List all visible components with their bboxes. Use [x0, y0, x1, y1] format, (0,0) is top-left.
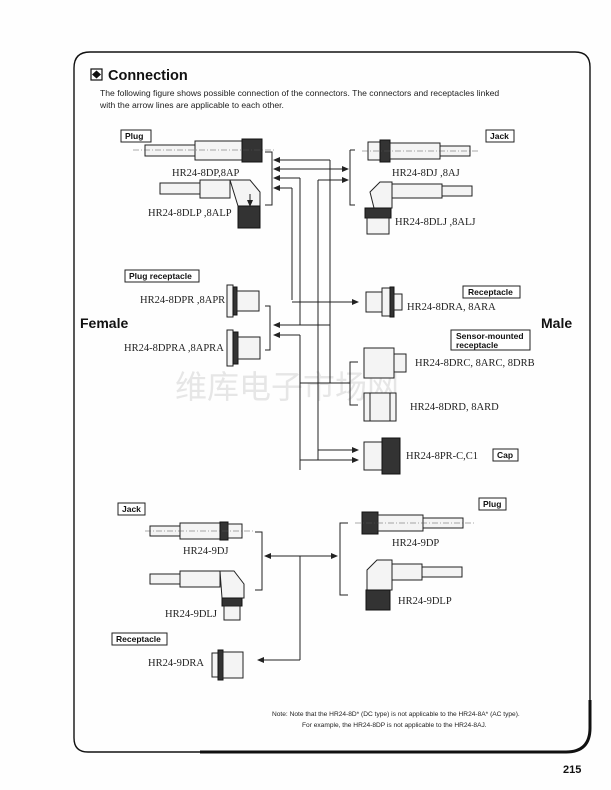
receptacle-part [365, 286, 403, 318]
plug-receptacle-box: Plug receptacle [124, 269, 200, 283]
part-label: HR24-9DRA [148, 658, 204, 669]
female-label: Female [80, 315, 128, 331]
part-label: HR24-8DP,8AP [172, 168, 240, 179]
section-title: Connection [108, 68, 188, 84]
lower-plug-straight-connector [355, 511, 475, 535]
intro-line-1: The following figure shows possible conn… [100, 88, 499, 98]
jack-angled-connector [364, 181, 473, 235]
cap-part [363, 437, 401, 475]
lower-receptacle-box: Receptacle [111, 632, 168, 646]
part-label: HR24-8DLP ,8ALP [148, 208, 232, 219]
part-label: HR24-9DP [392, 538, 439, 549]
lower-plug-angled-connector [365, 559, 463, 611]
part-label: HR24-8DRC, 8ARC, 8DRB [415, 358, 535, 369]
lower-plug-box: Plug [478, 497, 507, 511]
plug-receptacle-a-part [226, 329, 261, 367]
connection-lines-lower [255, 522, 348, 663]
jack-box: Jack [485, 129, 515, 143]
svg-text:Sensor-mounted: Sensor-mounted [456, 331, 524, 341]
plug-angled-connector [159, 179, 261, 229]
intro-line-2: with the arrow lines are applicable to e… [99, 100, 284, 110]
svg-text:Plug: Plug [483, 499, 501, 509]
lower-receptacle-part [211, 649, 244, 681]
jack-straight-connector [362, 139, 480, 163]
part-label: HR24-8DJ ,8AJ [392, 168, 460, 179]
note-line-1: Note: Note that the HR24-8D* (DC type) i… [272, 711, 520, 718]
svg-text:Plug: Plug [125, 131, 143, 141]
svg-text:Receptacle: Receptacle [468, 287, 513, 297]
diamond-box-icon [90, 68, 103, 81]
plug-receptacle-part [226, 284, 260, 318]
note-line-2: For example, the HR24-8DP is not applica… [302, 722, 487, 729]
page-number: 215 [563, 764, 581, 776]
part-label: HR24-8PR-C,C1 [406, 451, 478, 462]
connection-lines-upper [265, 149, 359, 470]
part-label: HR24-8DRD, 8ARD [410, 402, 499, 413]
part-label: HR24-8DLJ ,8ALJ [395, 217, 476, 228]
part-label: HR24-9DLP [398, 596, 452, 607]
lower-jack-box: Jack [117, 502, 146, 516]
sensor-receptacle-d-part [363, 392, 397, 422]
part-label: HR24-8DPRA ,8APRA [124, 343, 224, 354]
lower-jack-angled-connector [149, 570, 245, 621]
watermark: 维库电子市场网 [175, 369, 399, 405]
plug-straight-connector [133, 138, 275, 163]
cap-box: Cap [492, 448, 519, 462]
part-label: HR24-8DPR ,8APR [140, 295, 225, 306]
part-label: HR24-9DLJ [165, 609, 217, 620]
lower-jack-straight-connector [145, 521, 255, 541]
receptacle-box: Receptacle [462, 285, 521, 299]
sensor-receptacle-c-part [363, 347, 407, 379]
part-label: HR24-8DRA, 8ARA [407, 302, 496, 313]
svg-text:Jack: Jack [490, 131, 509, 141]
svg-text:Jack: Jack [122, 504, 141, 514]
svg-text:Receptacle: Receptacle [116, 634, 161, 644]
svg-text:Cap: Cap [497, 450, 513, 460]
svg-text:Plug receptacle: Plug receptacle [129, 271, 192, 281]
male-label: Male [541, 315, 572, 331]
part-label: HR24-9DJ [183, 546, 229, 557]
svg-text:receptacle: receptacle [456, 340, 498, 350]
plug-box: Plug [120, 129, 152, 143]
